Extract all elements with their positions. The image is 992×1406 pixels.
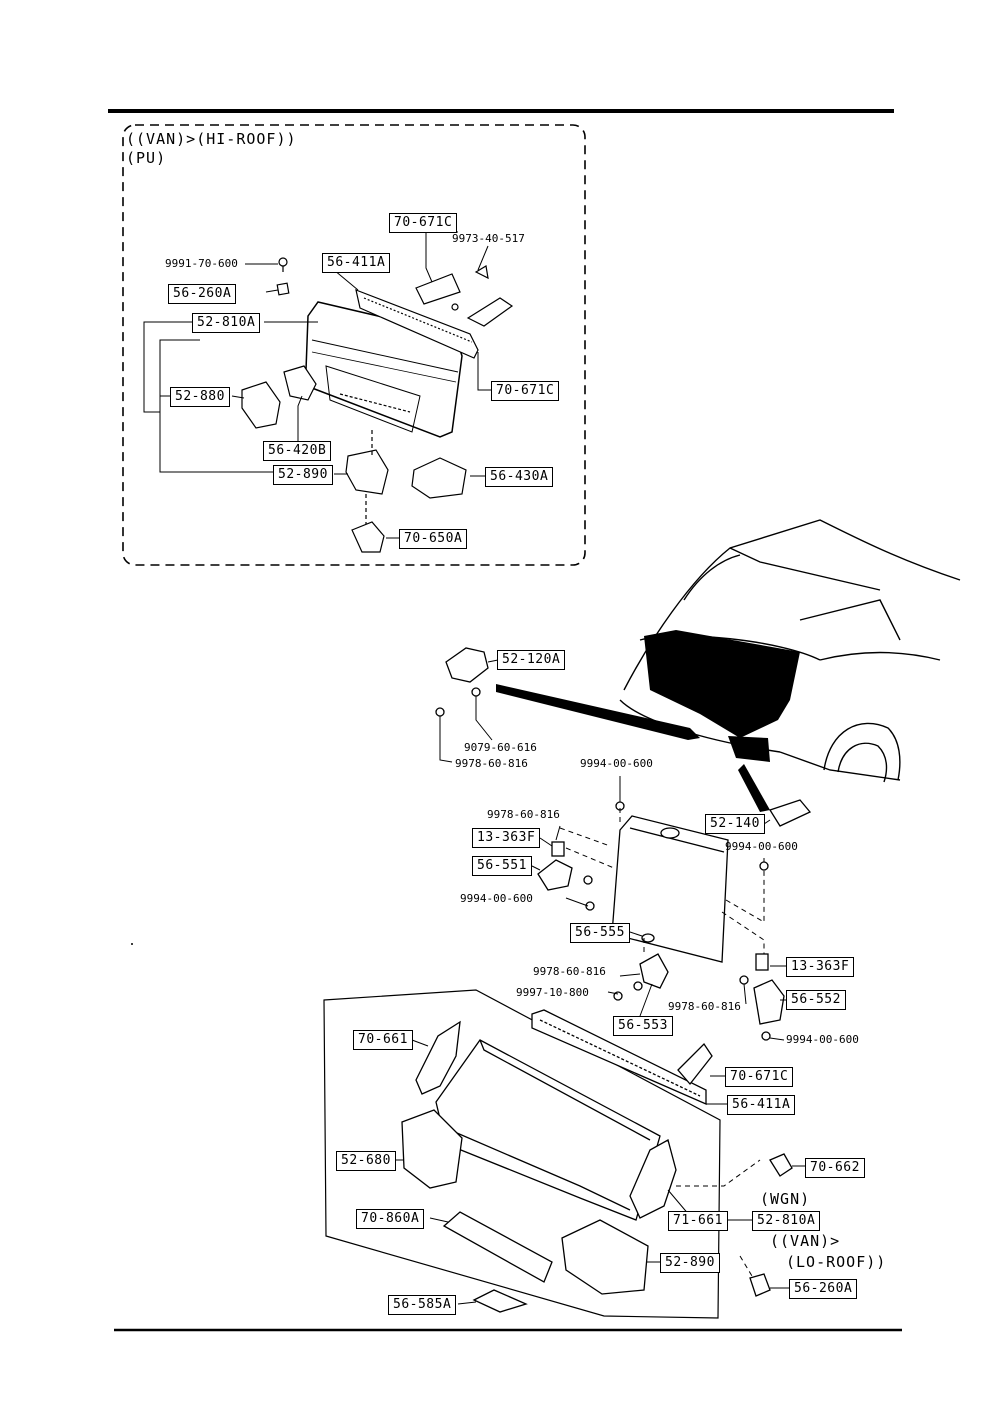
part-label-56-553[interactable]: 56-553 <box>613 1016 673 1036</box>
inset-frame <box>122 124 586 566</box>
part-label-9978-60-816-c[interactable]: 9978-60-816 <box>533 965 606 978</box>
dashed-connectors <box>559 808 765 1277</box>
part-label-70-661[interactable]: 70-661 <box>353 1030 413 1050</box>
condition-van-hi-roof: ((VAN)>(HI-ROOF)) <box>126 130 297 148</box>
part-label-70-662[interactable]: 70-662 <box>805 1158 865 1178</box>
main-parts <box>435 647 812 1041</box>
part-label-9973-40-517[interactable]: 9973-40-517 <box>452 232 525 245</box>
part-label-70-860A[interactable]: 70-860A <box>356 1209 425 1229</box>
part-label-52-810A-main[interactable]: 52-810A <box>752 1211 821 1231</box>
part-label-52-890-main[interactable]: 52-890 <box>660 1253 720 1273</box>
part-label-9978-60-816-a[interactable]: 9978-60-816 <box>455 757 528 770</box>
part-label-9991-70-600[interactable]: 9991-70-600 <box>165 257 238 270</box>
part-label-52-140[interactable]: 52-140 <box>705 814 765 834</box>
pointer-arrow-upper <box>496 684 700 740</box>
part-label-52-890-inset[interactable]: 52-890 <box>273 465 333 485</box>
condition-pu: (PU) <box>126 149 167 167</box>
condition-wgn: (WGN) <box>760 1190 811 1208</box>
condition-lo-roof: (LO-ROOF)) <box>786 1253 887 1271</box>
van-grille-fill <box>644 630 800 738</box>
part-label-70-650A[interactable]: 70-650A <box>399 529 468 549</box>
part-label-9978-60-816-d[interactable]: 9978-60-816 <box>668 1000 741 1013</box>
part-label-56-260A-inset[interactable]: 56-260A <box>168 284 237 304</box>
part-label-56-411A-inset[interactable]: 56-411A <box>322 253 391 273</box>
part-label-13-363F-upper[interactable]: 13-363F <box>472 828 541 848</box>
part-label-71-661[interactable]: 71-661 <box>668 1211 728 1231</box>
part-label-52-680[interactable]: 52-680 <box>336 1151 396 1171</box>
part-label-56-430A[interactable]: 56-430A <box>485 467 554 487</box>
part-label-70-671C-inset-top[interactable]: 70-671C <box>389 213 458 233</box>
pointer-arrow-lower <box>738 764 770 812</box>
part-label-9997-10-800[interactable]: 9997-10-800 <box>516 986 589 999</box>
part-label-52-120A[interactable]: 52-120A <box>497 650 566 670</box>
part-label-9994-00-600-a[interactable]: 9994-00-600 <box>580 757 653 770</box>
van-lower-grille <box>728 736 770 762</box>
part-label-52-810A-inset[interactable]: 52-810A <box>192 313 261 333</box>
part-label-56-551[interactable]: 56-551 <box>472 856 532 876</box>
part-label-56-420B[interactable]: 56-420B <box>263 441 332 461</box>
part-label-56-585A[interactable]: 56-585A <box>388 1295 457 1315</box>
part-label-70-671C-inset-bottom[interactable]: 70-671C <box>491 381 560 401</box>
part-label-70-671C-main[interactable]: 70-671C <box>725 1067 794 1087</box>
part-label-56-411A-main[interactable]: 56-411A <box>727 1095 796 1115</box>
part-label-56-552[interactable]: 56-552 <box>786 990 846 1010</box>
part-label-13-363F-lower[interactable]: 13-363F <box>786 957 855 977</box>
part-label-9994-00-600-c[interactable]: 9994-00-600 <box>460 892 533 905</box>
part-label-9994-00-600-b[interactable]: 9994-00-600 <box>725 840 798 853</box>
part-label-56-555[interactable]: 56-555 <box>570 923 630 943</box>
lower-assembly <box>401 1009 793 1313</box>
part-label-9079-60-616[interactable]: 9079-60-616 <box>464 741 537 754</box>
part-label-56-260A-main[interactable]: 56-260A <box>789 1279 858 1299</box>
main-leaders <box>396 659 806 1305</box>
assembly-frame <box>323 989 721 1319</box>
part-label-9994-00-600-d[interactable]: 9994-00-600 <box>786 1033 859 1046</box>
part-label-52-880[interactable]: 52-880 <box>170 387 230 407</box>
part-label-9978-60-816-b[interactable]: 9978-60-816 <box>487 808 560 821</box>
inset-parts <box>241 257 514 553</box>
condition-van: ((VAN)> <box>770 1232 841 1250</box>
